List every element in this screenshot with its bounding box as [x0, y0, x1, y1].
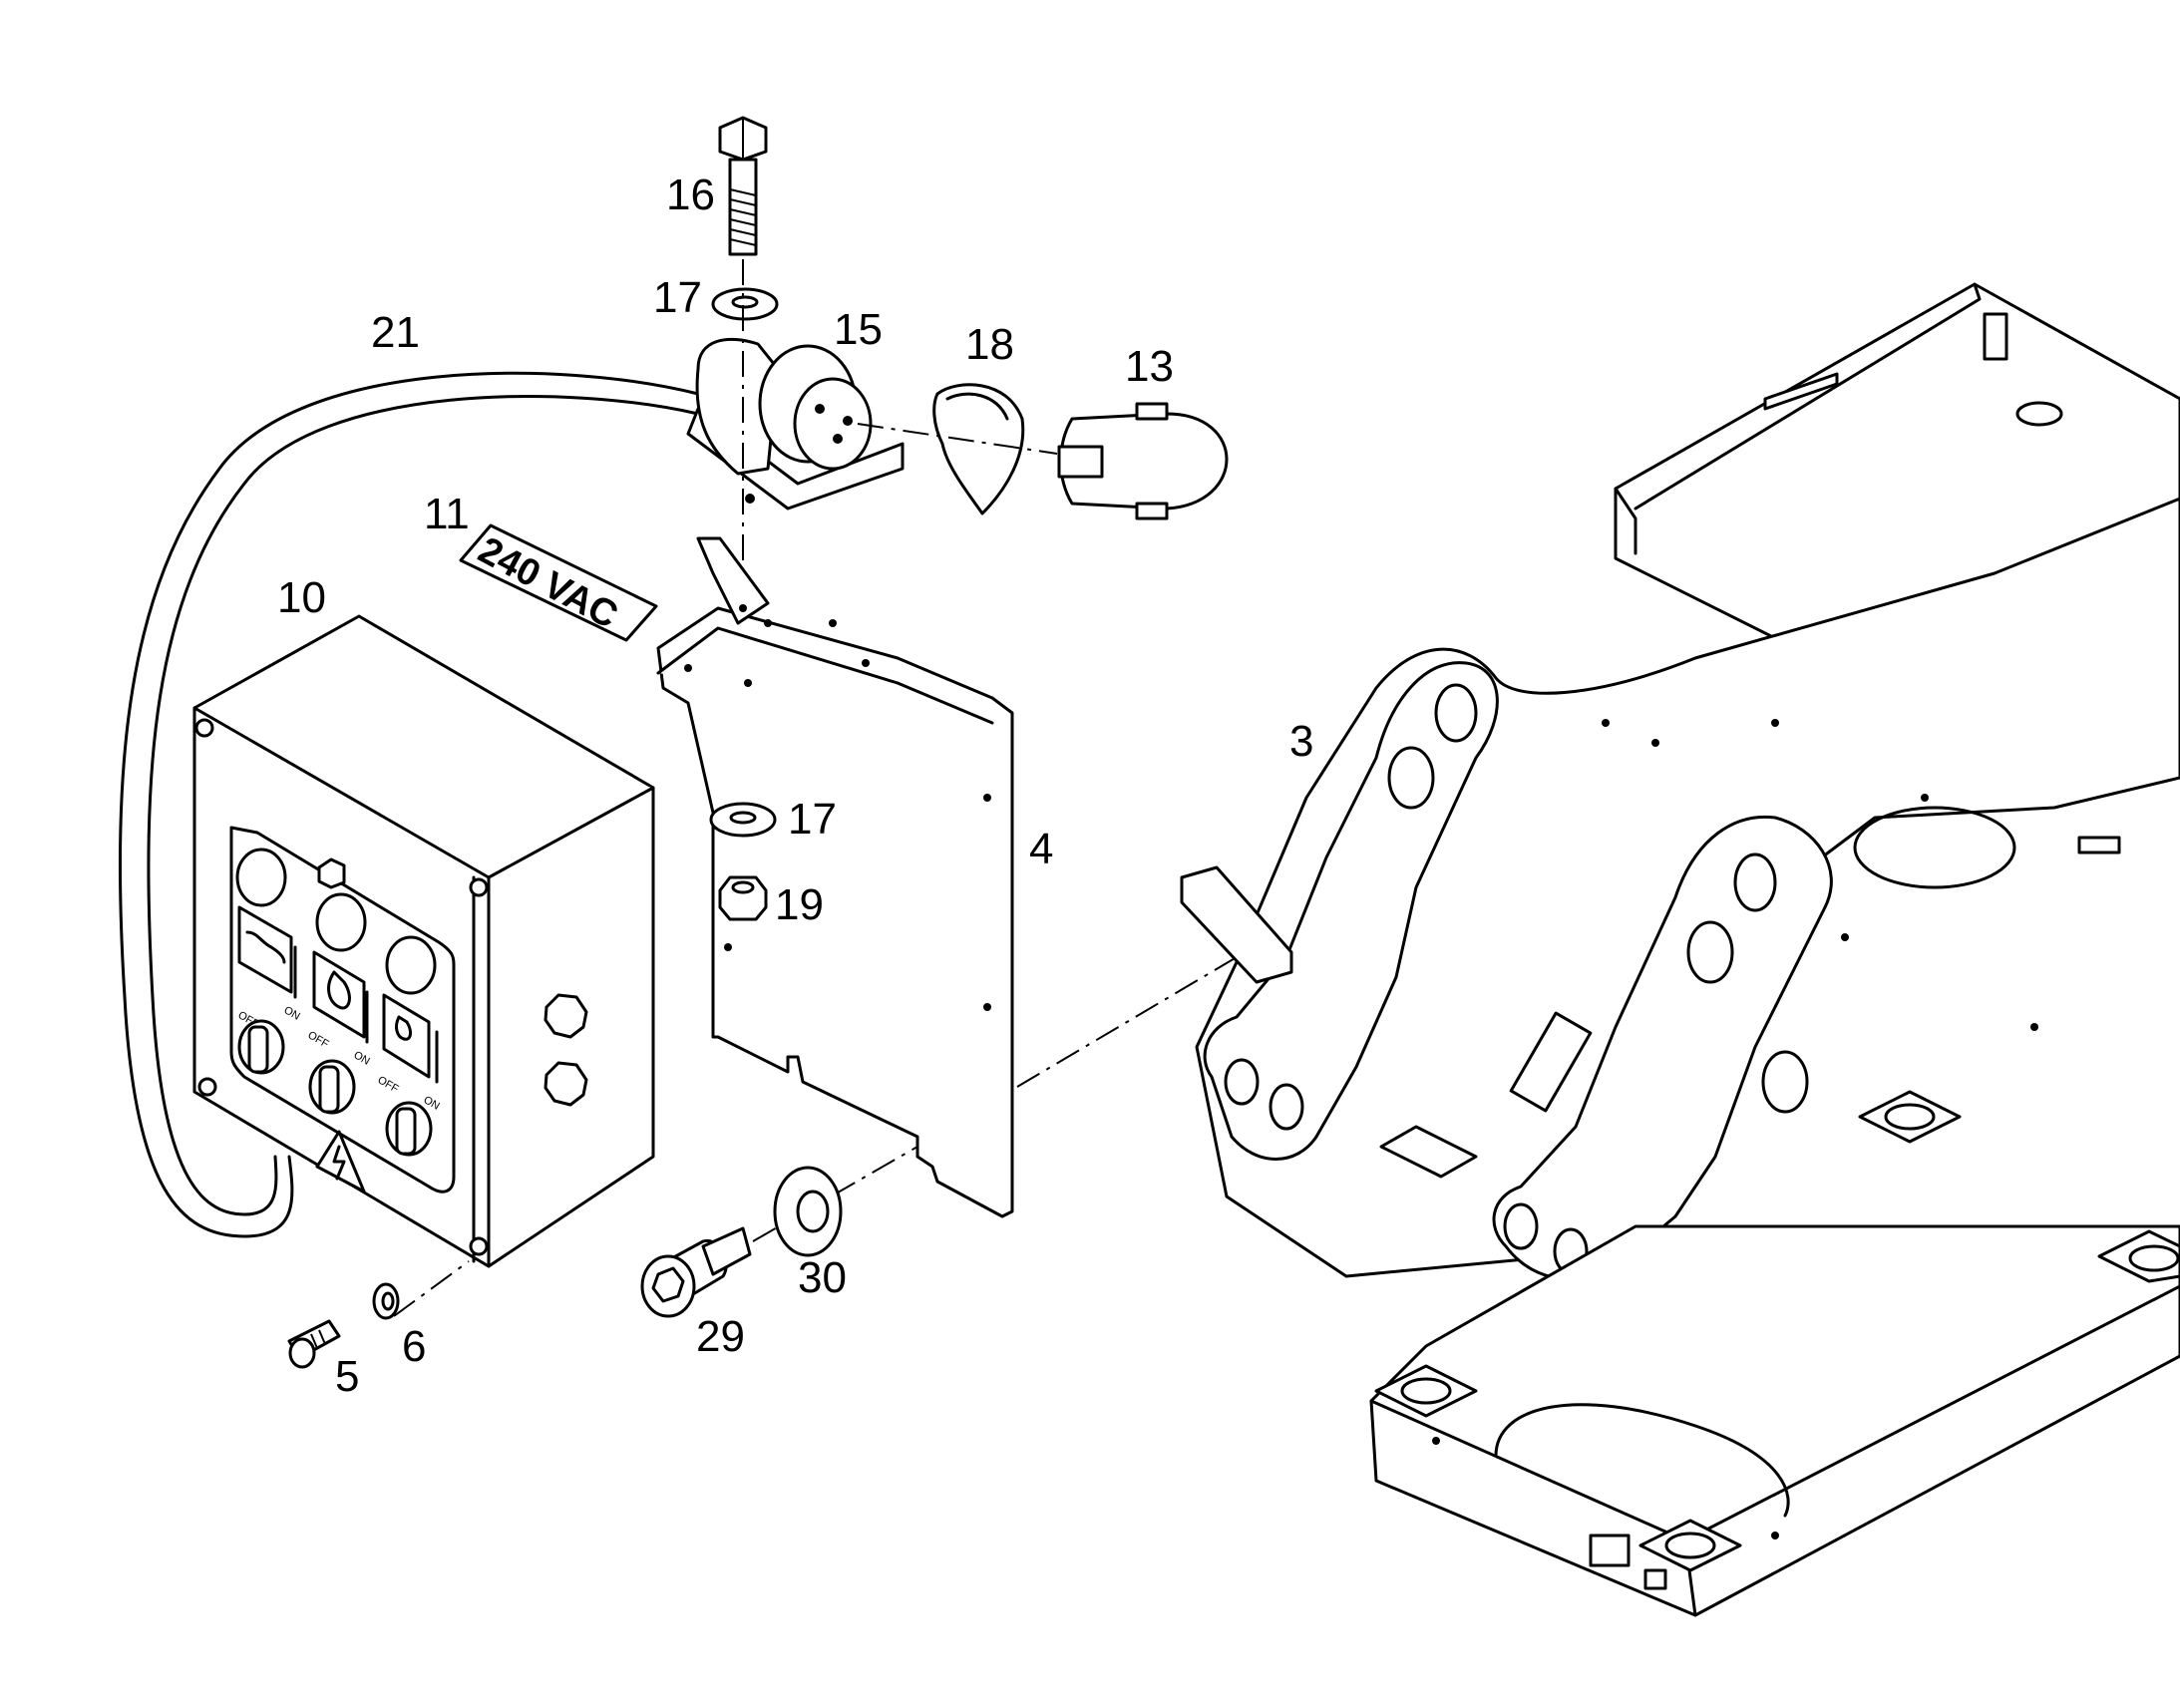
side-gland-top — [544, 993, 588, 1039]
callout-17-bottom: 17 — [788, 795, 837, 844]
electrical-warning-icon — [315, 1130, 366, 1194]
indicator-lamp — [317, 857, 346, 889]
oil-pressure-icon — [312, 950, 369, 1044]
mounting-bracket — [656, 536, 1014, 1218]
side-gland-bottom — [544, 1061, 588, 1107]
callout-17-top: 17 — [653, 273, 702, 322]
water-temperature-icon — [237, 905, 297, 999]
hex-bolt — [718, 116, 768, 256]
machine-frame — [1180, 282, 2180, 1617]
callout-13: 13 — [1125, 342, 1174, 391]
callout-30: 30 — [798, 1253, 847, 1302]
gauge-water-temp — [235, 848, 287, 907]
callout-5: 5 — [335, 1352, 359, 1401]
mount-pad-1 — [1374, 1364, 1478, 1418]
gauge-oil-pressure — [315, 892, 367, 952]
mount-pad-2 — [1638, 1519, 1742, 1572]
cap-screw — [640, 1226, 752, 1318]
power-cable — [118, 371, 700, 1238]
mount-pad-4 — [2097, 1229, 2180, 1283]
rotary-switch-3 — [385, 1101, 433, 1157]
mount-pad-3 — [1858, 1090, 1962, 1144]
callout-19: 19 — [775, 880, 824, 929]
callout-11: 11 — [424, 490, 470, 538]
callout-18: 18 — [965, 320, 1014, 369]
power-plug — [1057, 402, 1229, 520]
flat-washer — [773, 1166, 843, 1257]
rotary-switch-1 — [237, 1019, 285, 1075]
voltage-decal: 240 VAC — [459, 523, 658, 642]
panel-washer — [372, 1282, 400, 1320]
gauge-oil-temp — [385, 935, 437, 995]
callout-21: 21 — [371, 308, 420, 357]
washer-top — [711, 287, 779, 321]
control-box: OFF ON OFF ON OFF ON — [192, 614, 655, 1268]
callout-15: 15 — [834, 305, 883, 354]
hex-nut — [718, 875, 768, 921]
callout-6: 6 — [402, 1322, 426, 1371]
rotary-switch-2 — [308, 1059, 356, 1115]
power-socket — [686, 337, 905, 511]
panel-screw — [287, 1319, 341, 1369]
washer-bottom — [709, 802, 777, 838]
gasket-cap — [932, 383, 1025, 515]
callouts: 16 17 15 18 13 21 11 10 3 17 4 19 30 29 … — [277, 171, 1313, 1401]
callout-4: 4 — [1029, 825, 1053, 873]
callout-29: 29 — [696, 1312, 745, 1361]
callout-10: 10 — [277, 573, 326, 622]
oil-temperature-icon — [382, 993, 439, 1084]
callout-3: 3 — [1289, 717, 1313, 766]
callout-16: 16 — [666, 171, 715, 219]
